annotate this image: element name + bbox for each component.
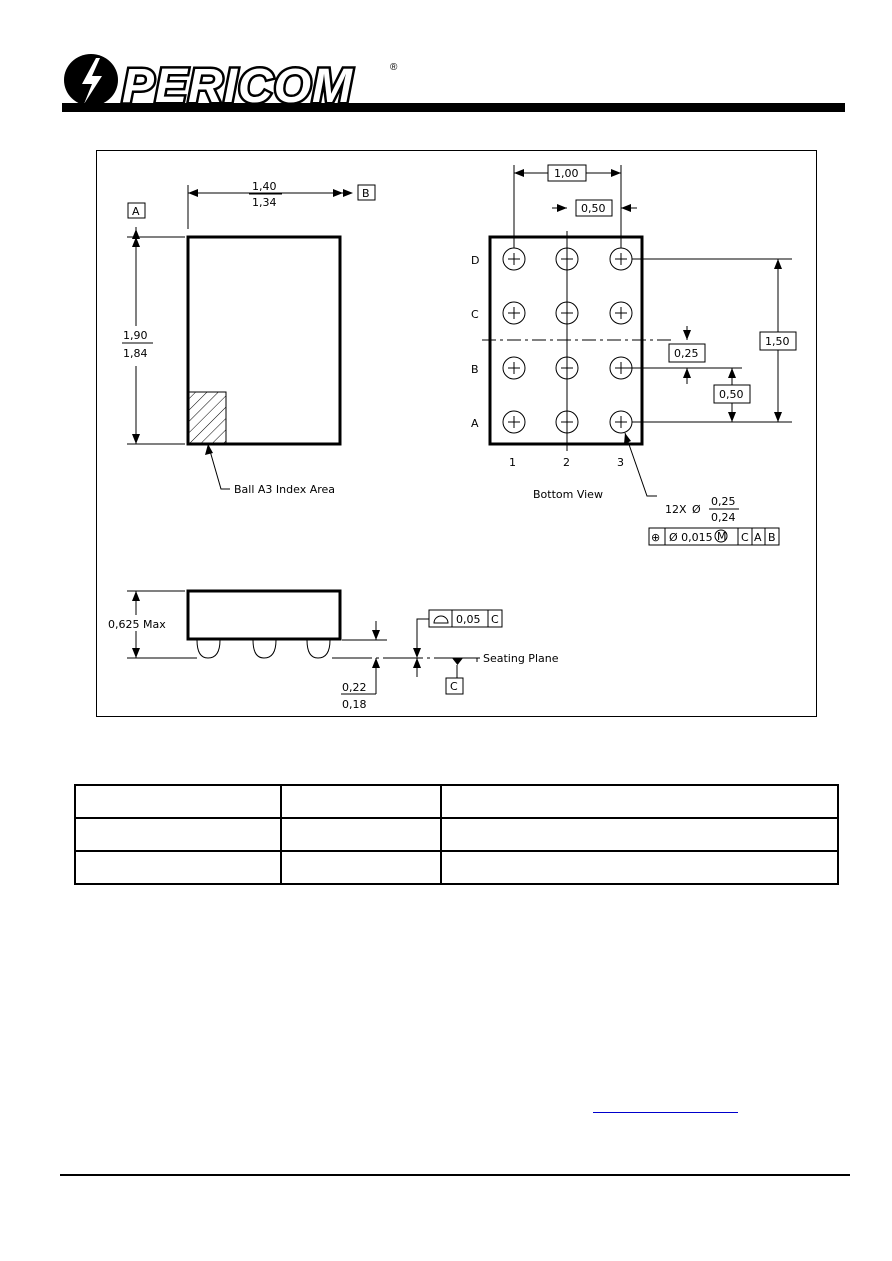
pericom-logo: PERICOM ® — [64, 54, 398, 110]
pitch-value: 0,50 — [581, 202, 606, 215]
package-drawing: 1,40 1,34 B A 1,90 1,84 Ball A3 Index Ar… — [96, 150, 817, 717]
fcf-datum-1: C — [741, 531, 749, 544]
index-area — [188, 391, 227, 444]
ball-d3 — [609, 247, 633, 271]
row-label-c: C — [471, 308, 479, 321]
ball-count: 12X — [665, 503, 687, 516]
side-view: 0,625 Max Seating Plane C 0,05 C 0,22 0,… — [107, 589, 559, 711]
ball-d2 — [555, 247, 579, 271]
diameter-symbol: Ø — [692, 503, 701, 516]
table-cell — [440, 850, 839, 885]
datum-b-box — [357, 184, 376, 201]
ball-dia-min: 0,24 — [711, 511, 736, 524]
row-label-d: D — [471, 254, 479, 267]
footer-rule — [60, 1174, 850, 1176]
header-rule — [62, 103, 845, 112]
pericom-logo-bolt — [82, 58, 102, 104]
fcf-datum-3: B — [768, 531, 776, 544]
pitch-span-value: 1,00 — [554, 167, 579, 180]
row-label-b: B — [471, 363, 479, 376]
table-cell — [74, 850, 282, 885]
datum-a-label: A — [132, 205, 140, 218]
ball-d1 — [502, 247, 526, 271]
datum-c-label: C — [450, 680, 458, 693]
row-offset-value: 0,25 — [674, 347, 699, 360]
standoff-max: 0,22 — [342, 681, 367, 694]
table-row — [74, 850, 839, 885]
solder-ball-2 — [252, 639, 277, 659]
row-label-a: A — [471, 417, 479, 430]
table-cell — [280, 784, 442, 819]
ball-a1 — [502, 410, 526, 434]
ball-dia-max: 0,25 — [711, 495, 736, 508]
top-height-max: 1,90 — [123, 329, 148, 342]
col-label-3: 3 — [617, 456, 624, 469]
ball-c2 — [555, 301, 579, 325]
col-label-1: 1 — [509, 456, 516, 469]
feature-control-frame: ⊕ Ø 0,015 M C A B — [648, 527, 780, 546]
flatness-datum: C — [491, 613, 499, 626]
top-view: 1,40 1,34 B A 1,90 1,84 Ball A3 Index Ar… — [121, 180, 376, 496]
side-height-label: 0,625 Max — [108, 618, 166, 631]
fcf-tolerance: Ø 0,015 — [669, 531, 713, 544]
fcf-modifier: M — [717, 530, 727, 543]
datum-b-label: B — [362, 187, 370, 200]
ball-b1 — [502, 356, 526, 380]
bottom-view: D C B A 1 2 3 Bottom View 1,00 0,50 0,25 — [471, 164, 797, 546]
table-cell — [440, 784, 839, 819]
table-cell — [74, 784, 282, 819]
ball-a2 — [555, 410, 579, 434]
package-outline-side — [186, 589, 342, 641]
ball-a3 — [609, 410, 633, 434]
top-width-min: 1,34 — [252, 196, 277, 209]
table-row — [74, 817, 839, 852]
top-height-min: 1,84 — [123, 347, 148, 360]
seating-plane-label: Seating Plane — [483, 652, 559, 665]
datum-a-box — [127, 202, 146, 219]
ball-c3 — [609, 301, 633, 325]
ball-c1 — [502, 301, 526, 325]
table-cell — [440, 817, 839, 852]
fcf-datum-2: A — [754, 531, 762, 544]
hyperlink[interactable] — [593, 1112, 738, 1113]
fcf-position-symbol: ⊕ — [651, 531, 660, 544]
flatness-value: 0,05 — [456, 613, 481, 626]
col-label-2: 2 — [563, 456, 570, 469]
solder-ball-1 — [196, 639, 221, 659]
ordering-info-table — [74, 784, 839, 885]
row-span-value: 1,50 — [765, 335, 790, 348]
logo-wordmark: PERICOM — [122, 60, 353, 110]
table-cell — [280, 817, 442, 852]
row-pitch-value: 0,50 — [719, 388, 744, 401]
table-cell — [280, 850, 442, 885]
solder-ball-3 — [306, 639, 331, 659]
logo-registered-mark: ® — [390, 62, 398, 73]
index-area-label: Ball A3 Index Area — [234, 483, 335, 496]
top-width-max: 1,40 — [252, 180, 277, 193]
datum-c-box — [445, 677, 464, 695]
ball-b2 — [555, 356, 579, 380]
bottom-view-title: Bottom View — [533, 488, 603, 501]
standoff-min: 0,18 — [342, 698, 367, 711]
table-row — [74, 784, 839, 819]
table-cell — [74, 817, 282, 852]
package-outline-top — [186, 235, 342, 446]
